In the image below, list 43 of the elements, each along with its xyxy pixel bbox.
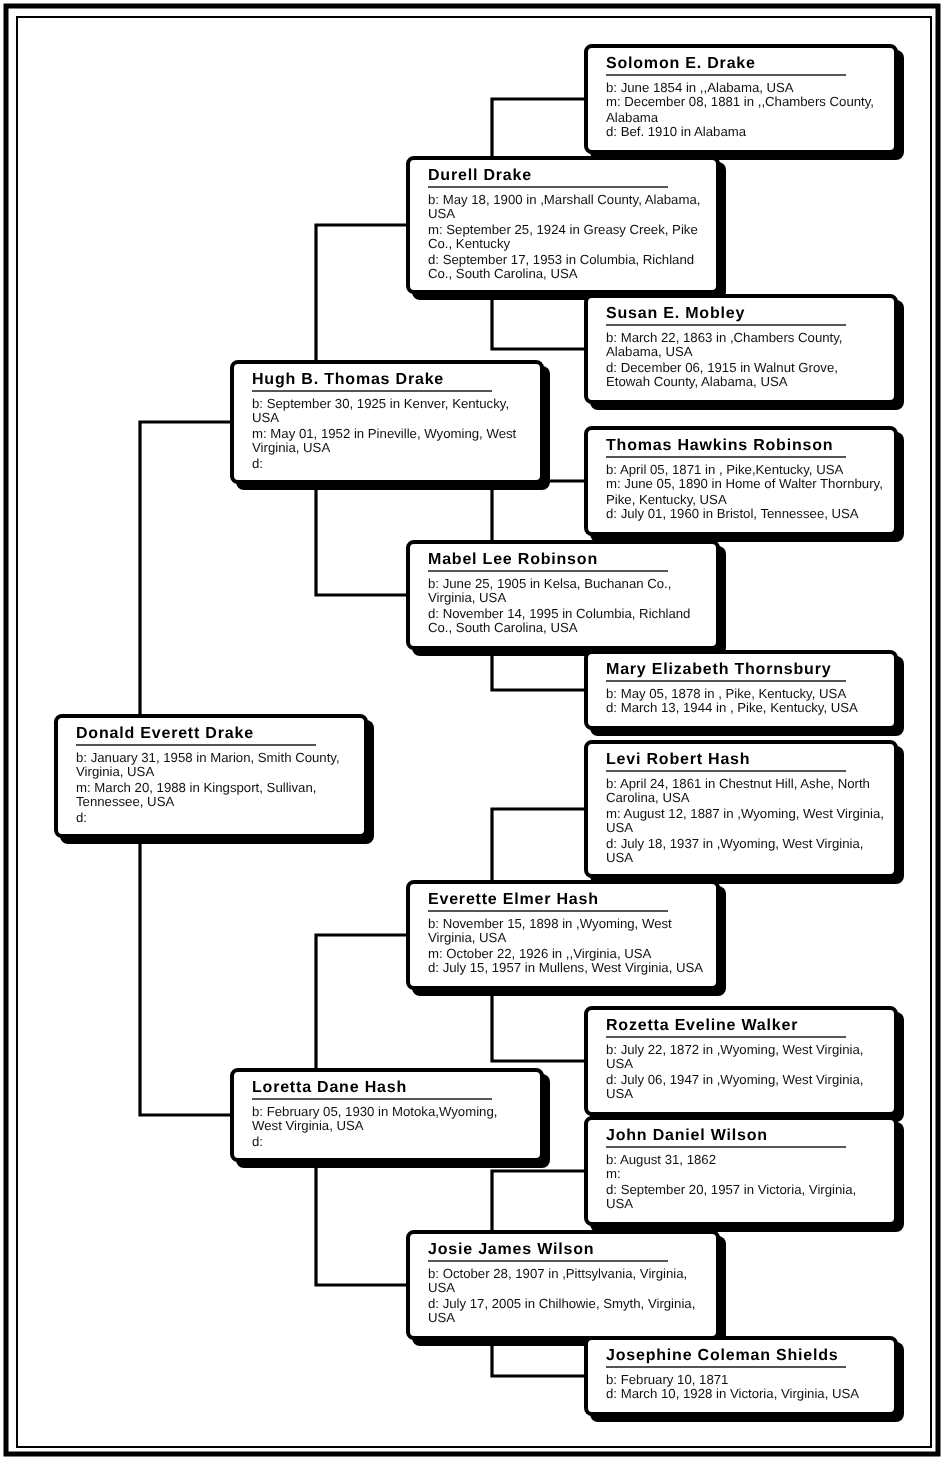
connector-line — [138, 838, 230, 1117]
person-card — [406, 540, 720, 650]
person-card — [54, 714, 368, 839]
connector-line — [314, 1162, 406, 1287]
connector-line — [314, 933, 406, 1068]
person-name: Solomon E. Drake — [606, 54, 846, 76]
person-name: Thomas Hawkins Robinson — [606, 436, 846, 458]
person-card — [584, 1336, 898, 1416]
connector-line — [314, 223, 406, 360]
connector-line — [490, 807, 584, 880]
person-card — [584, 740, 898, 879]
connector-line — [138, 420, 230, 714]
person-name: Donald Everett Drake — [76, 724, 316, 746]
person-card — [406, 1230, 720, 1340]
person-card — [584, 426, 898, 536]
connector-line — [490, 97, 584, 156]
person-name: Susan E. Mobley — [606, 304, 846, 326]
person-card — [230, 1068, 544, 1163]
person-name: Mabel Lee Robinson — [428, 550, 668, 572]
connector-line — [490, 990, 584, 1063]
person-card — [584, 294, 898, 404]
person-name: Josie James Wilson — [428, 1240, 668, 1262]
person-card — [230, 360, 544, 485]
person-card — [584, 44, 898, 154]
person-name: Hugh B. Thomas Drake — [252, 370, 492, 392]
person-card — [584, 1116, 898, 1226]
person-name: Levi Robert Hash — [606, 750, 846, 772]
connector-line — [314, 484, 406, 597]
person-card — [584, 1006, 898, 1116]
person-card — [406, 156, 720, 295]
person-name: Loretta Dane Hash — [252, 1078, 492, 1100]
person-card — [406, 880, 720, 990]
person-name: Josephine Coleman Shields — [606, 1346, 846, 1368]
connector-line — [490, 1169, 584, 1230]
person-name: Rozetta Eveline Walker — [606, 1016, 846, 1038]
connector-line — [490, 1340, 584, 1378]
person-name: John Daniel Wilson — [606, 1126, 846, 1148]
person-name: Mary Elizabeth Thornsbury — [606, 660, 846, 682]
person-card — [584, 650, 898, 730]
person-name: Everette Elmer Hash — [428, 890, 668, 912]
connector-line — [490, 650, 584, 692]
person-name: Durell Drake — [428, 166, 668, 188]
connector-line — [490, 294, 584, 351]
